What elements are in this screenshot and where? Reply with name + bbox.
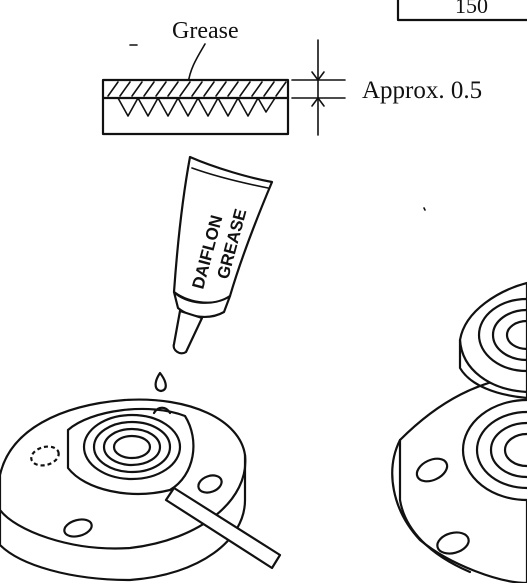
grease-hatching [107, 81, 287, 97]
section-body [101, 78, 290, 136]
thickness-dimension: Approx. 0.5 [291, 39, 482, 136]
bolt-hole-left [30, 445, 60, 467]
serration-profile [117, 97, 276, 117]
grease-drop [154, 371, 167, 393]
right-bolt-hole-upper [415, 457, 449, 483]
thickness-label: Approx. 0.5 [362, 77, 482, 104]
bolt-hole-bottom [63, 518, 93, 538]
right-bolt-hole-lower [436, 531, 470, 555]
grease-label: Grease [172, 18, 239, 44]
applicator-stick [164, 486, 282, 570]
corner-box: 150 [396, 0, 527, 22]
grease-callout: Grease [129, 18, 239, 85]
tube-nozzle [172, 309, 204, 355]
grease-leader-line [187, 43, 206, 85]
stray-mark [423, 207, 426, 211]
right-flange-stack [391, 281, 527, 583]
bolt-hole-right [197, 474, 223, 494]
left-flange [0, 398, 282, 582]
grease-tube: DAIFLON GREASE [172, 155, 274, 355]
corner-box-text: 150 [455, 0, 488, 18]
gasket-cross-section [101, 78, 290, 136]
